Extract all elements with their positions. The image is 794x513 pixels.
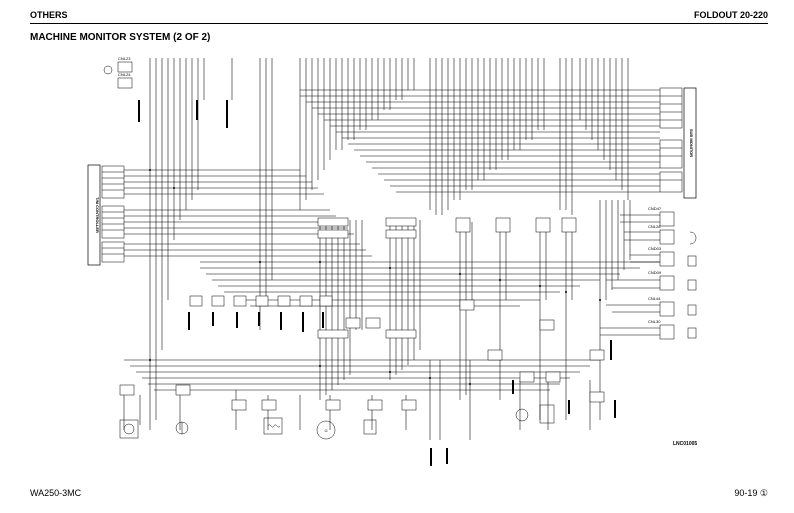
- header-rule: [30, 23, 768, 25]
- drawing-reference: LNC01005: [673, 441, 698, 447]
- svg-text:CNL24: CNL24: [118, 72, 131, 77]
- svg-text:CNL23: CNL23: [118, 56, 131, 61]
- speed-sensor: [363, 419, 377, 435]
- sub-monitor-label: SUB MONITOR: [689, 129, 694, 157]
- connector-cnl44: CNL44: [648, 296, 675, 317]
- svg-text:CND47: CND47: [648, 206, 662, 211]
- svg-text:G: G: [324, 428, 327, 433]
- connector-cnl28: CNL28: [648, 224, 675, 245]
- connector-cnl30: CNL30: [648, 319, 675, 340]
- connector-cnl23: CNL23: [103, 56, 133, 75]
- coil-component: [263, 417, 283, 435]
- svg-text:CNL44: CNL44: [648, 296, 661, 301]
- svg-text:CNL28: CNL28: [648, 224, 661, 229]
- svg-text:CNL30: CNL30: [648, 319, 661, 324]
- sub-monitor: SUB MONITOR: [659, 87, 697, 199]
- water-temp-sensor: [175, 421, 189, 435]
- connector-cnd47: CND47: [648, 206, 675, 227]
- svg-text:CND03: CND03: [648, 246, 662, 251]
- tm-controller: T/M CONTROLLER: [87, 164, 125, 266]
- footer-model: WA250-3MC: [30, 488, 82, 498]
- fuel-level-sensor: [119, 419, 139, 439]
- tm-controller-label: T/M CONTROLLER: [95, 197, 100, 233]
- gauge-component: [515, 404, 555, 424]
- connector-cnd03: CND03: [648, 246, 675, 267]
- connector-cnl24: CNL24: [117, 72, 133, 89]
- header-foldout: FOLDOUT 20-220: [693, 10, 768, 20]
- connector-cnd09: CND09: [648, 270, 675, 291]
- page-title: MACHINE MONITOR SYSTEM (2 OF 2): [30, 32, 211, 43]
- footer-page: 90-19 ①: [734, 488, 768, 498]
- alternator: G: [316, 420, 336, 440]
- header-section: OTHERS: [30, 10, 68, 20]
- svg-text:CND09: CND09: [648, 270, 662, 275]
